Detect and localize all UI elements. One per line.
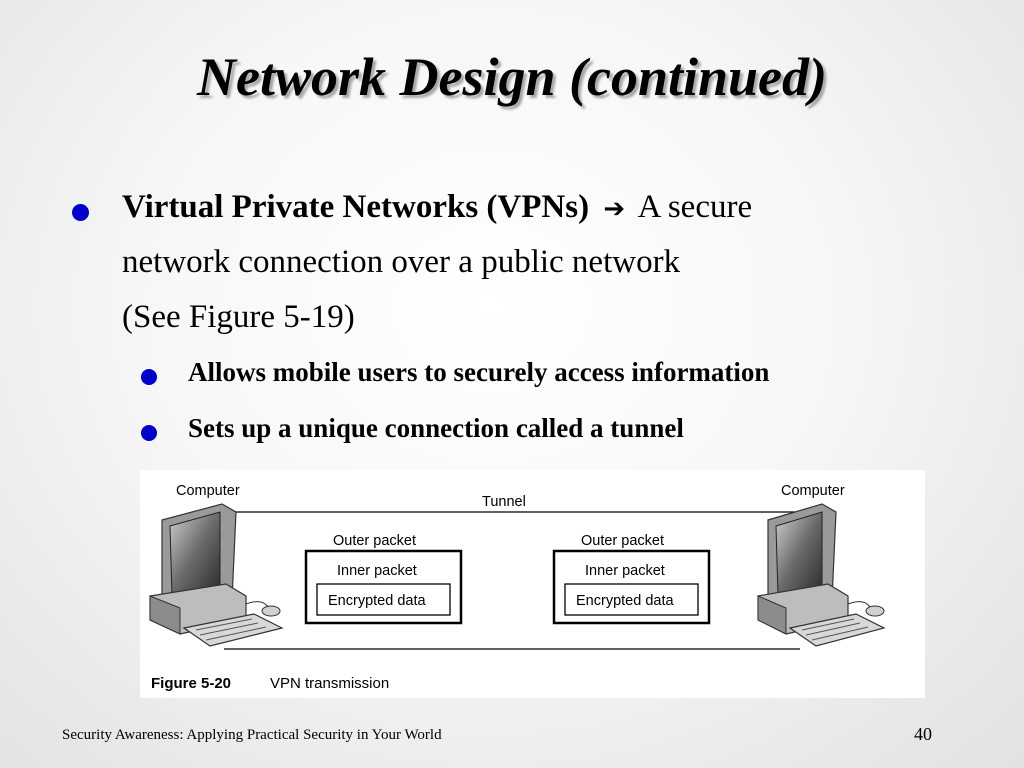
- inner-packet-label: Inner packet: [337, 563, 417, 579]
- tunnel-label: Tunnel: [482, 494, 526, 510]
- encrypted-data-box: [564, 583, 699, 616]
- bullet-line-2: network connection over a public network: [122, 244, 681, 280]
- sub-bullet-1: Allows mobile users to securely access i…: [188, 357, 770, 387]
- encrypted-data-label: Encrypted data: [576, 593, 674, 609]
- encrypted-data-label: Encrypted data: [328, 593, 426, 609]
- left-computer-icon: [149, 503, 284, 647]
- sub-bullet-dot: [141, 425, 157, 441]
- right-computer-icon: [757, 503, 886, 647]
- figure-caption-text: VPN transmission: [270, 675, 389, 692]
- bullet-dot: [72, 204, 89, 221]
- figure-caption-number: Figure 5-20: [151, 675, 231, 692]
- left-computer-label: Computer: [176, 483, 240, 499]
- vpn-definition-start: A secure: [637, 189, 753, 225]
- bullet-line-1: Virtual Private Networks (VPNs) ➔ A secu…: [122, 180, 752, 236]
- arrow-icon: ➔: [603, 194, 626, 224]
- page-number: 40: [914, 724, 932, 744]
- outer-packet-label: Outer packet: [333, 533, 416, 549]
- bullet-line-3: (See Figure 5-19): [122, 299, 355, 335]
- sub-bullet-2: Sets up a unique connection called a tun…: [188, 413, 684, 443]
- right-computer-label: Computer: [781, 483, 845, 499]
- sub-bullet-dot: [141, 369, 157, 385]
- slide-footer: Security Awareness: Applying Practical S…: [62, 727, 442, 743]
- vpn-term: Virtual Private Networks (VPNs): [122, 189, 590, 225]
- outer-packet-label: Outer packet: [581, 533, 664, 549]
- inner-packet-label: Inner packet: [585, 563, 665, 579]
- slide-title: Network Design (continued): [196, 47, 828, 107]
- encrypted-data-box: [316, 583, 451, 616]
